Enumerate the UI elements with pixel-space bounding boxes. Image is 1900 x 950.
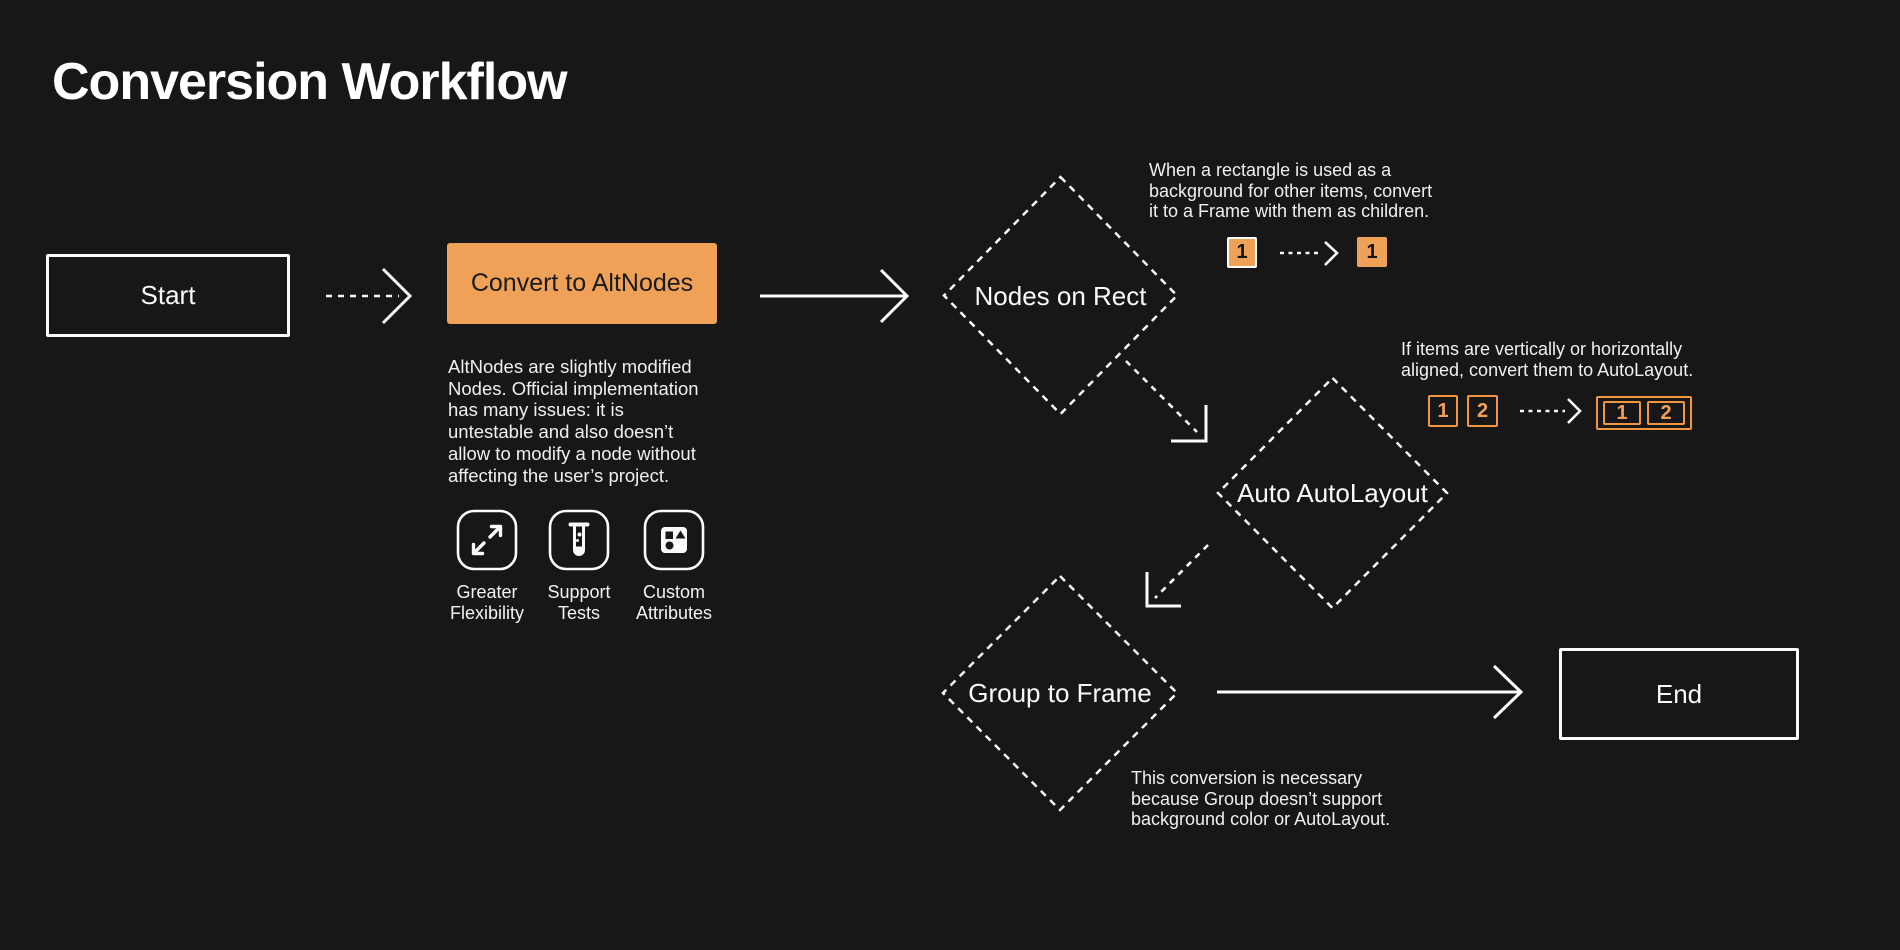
altnodes-description-line: affecting the user’s project. — [448, 464, 670, 486]
feature-support-tests: Support Tests — [529, 509, 629, 624]
altnodes-description-line: untestable and also doesn’t — [448, 421, 674, 443]
rect-to-frame-note-line: When a rectangle is used as a — [1149, 160, 1392, 180]
legend-grouped-item-1: 1 — [1603, 401, 1641, 425]
group-to-frame-label: Group to Frame — [968, 677, 1152, 708]
rect-to-frame-note: When a rectangle is used as a background… — [1149, 160, 1549, 222]
legend-autolayout-group-box: 1 2 — [1596, 396, 1692, 430]
altnodes-description-line: Nodes. Official implementation — [448, 377, 699, 399]
arrow-start-to-convert-head — [381, 267, 413, 325]
arrow-auto-to-group-head — [1145, 572, 1181, 608]
group-to-frame-diamond[interactable] — [941, 574, 1179, 812]
autolayout-note: If items are vertically or horizontally … — [1401, 339, 1781, 380]
nodes-on-rect-label: Nodes on Rect — [974, 280, 1147, 311]
test-tube-icon — [548, 509, 610, 571]
feature-label: Greater — [456, 582, 518, 602]
feature-label: Support — [547, 582, 611, 602]
start-node-label: Start — [140, 280, 196, 310]
expand-arrows-icon — [456, 509, 518, 571]
rect-to-frame-note-line: background for other items, convert — [1149, 180, 1433, 201]
nodes-on-rect-diamond[interactable] — [942, 175, 1179, 416]
page-title: Conversion Workflow — [52, 53, 568, 111]
feature-label: Flexibility — [449, 603, 524, 623]
feature-label: Tests — [557, 603, 600, 623]
auto-autolayout-diamond[interactable] — [1216, 376, 1449, 610]
legend-autolayout-arrow-head — [1567, 398, 1582, 424]
group-to-frame-note-line: because Group doesn’t support — [1131, 788, 1383, 809]
feature-label: Attributes — [635, 603, 713, 623]
autolayout-note-line: If items are vertically or horizontally — [1401, 339, 1683, 359]
group-to-frame-note-line: This conversion is necessary — [1131, 768, 1363, 788]
shapes-icon — [643, 509, 705, 571]
arrow-rect-to-auto-shaft — [1125, 360, 1198, 433]
autolayout-note-line: aligned, convert them to AutoLayout. — [1401, 359, 1694, 380]
group-to-frame-note-line: background color or AutoLayout. — [1131, 809, 1391, 829]
altnodes-description-line: has many issues: it is — [448, 399, 624, 421]
feature-custom-attributes: Custom Attributes — [624, 509, 724, 624]
group-to-frame-note: This conversion is necessary because Gro… — [1131, 768, 1451, 830]
rect-to-frame-note-line: it to a Frame with them as children. — [1149, 201, 1430, 221]
arrow-group-to-end-head — [1492, 664, 1524, 720]
start-node[interactable]: Start — [46, 254, 290, 337]
auto-autolayout-label: Auto AutoLayout — [1237, 477, 1428, 508]
legend-item-2-box: 2 — [1467, 395, 1498, 427]
arrow-rect-to-auto-head — [1171, 405, 1208, 443]
legend-rect-arrow-head — [1324, 241, 1339, 266]
feature-greater-flexibility: Greater Flexibility — [437, 509, 537, 624]
legend-grouped-item-2: 2 — [1647, 401, 1685, 425]
altnodes-description-line: AltNodes are slightly modified — [448, 356, 692, 377]
legend-item-1-box: 1 — [1428, 395, 1458, 427]
end-node-label: End — [1655, 678, 1703, 709]
altnodes-description: AltNodes are slightly modified Nodes. Of… — [448, 356, 748, 486]
altnodes-description-line: allow to modify a node without — [448, 442, 696, 464]
arrow-auto-to-group-shaft — [1154, 544, 1209, 599]
legend-rect-before-box: 1 — [1227, 237, 1257, 268]
convert-node-label: Convert to AltNodes — [470, 269, 694, 297]
feature-label: Custom — [642, 582, 705, 602]
legend-frame-after-box: 1 — [1357, 237, 1387, 267]
convert-to-altnodes-node[interactable]: Convert to AltNodes — [447, 243, 717, 324]
end-node[interactable]: End — [1559, 648, 1799, 740]
arrow-convert-to-rect-head — [879, 268, 910, 324]
